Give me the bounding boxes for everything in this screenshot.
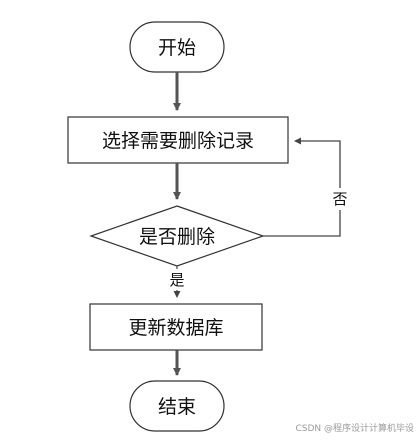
end-node-label: 结束: [158, 396, 196, 418]
decision-label: 是否删除: [139, 226, 215, 248]
start-node: 开始: [129, 21, 225, 73]
decision-node: 是否删除: [89, 205, 265, 267]
end-node: 结束: [129, 380, 225, 432]
no-edge-label: 否: [332, 190, 347, 208]
yes-label-bg: [168, 270, 186, 290]
watermark: CSDN @程序设计计算机毕设: [295, 422, 414, 434]
update-database-node: 更新数据库: [89, 303, 263, 351]
yes-edge-label: 是: [169, 271, 184, 289]
no-label-bg: [330, 188, 350, 210]
update-database-label: 更新数据库: [128, 317, 223, 339]
select-record-node: 选择需要删除记录: [67, 116, 289, 164]
select-record-label: 选择需要删除记录: [102, 130, 254, 152]
start-node-label: 开始: [158, 37, 196, 59]
